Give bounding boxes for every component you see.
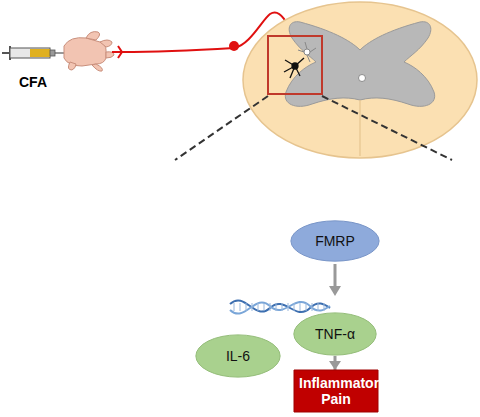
rat-paw	[64, 32, 114, 72]
spinal-cord	[243, 2, 477, 158]
cytokine-ellipse: IL-6	[195, 334, 281, 378]
central-canal	[359, 75, 366, 82]
injection-label: CFA	[19, 74, 47, 90]
nerve-fiber	[112, 46, 122, 58]
dna-helix	[230, 300, 330, 313]
node-text: FMRP	[315, 233, 355, 249]
drg-cell	[229, 41, 239, 51]
protein-ellipse: FMRP	[290, 220, 380, 262]
median-fissure	[359, 100, 360, 156]
neuron-symbol	[298, 42, 316, 62]
node-text: Inflammatory Pain	[299, 375, 373, 407]
flow-arrow	[329, 286, 341, 296]
outcome-box: Inflammatory Pain	[294, 370, 378, 412]
zoom-line	[322, 96, 452, 160]
zoom-line	[175, 96, 268, 160]
node-text: IL-6	[226, 348, 250, 364]
cytokine-ellipse: TNF-α	[293, 312, 377, 356]
neuron-symbol	[284, 58, 304, 78]
node-text: TNF-α	[315, 326, 355, 342]
dna-rungs	[234, 303, 324, 311]
zoom-box	[268, 36, 322, 94]
flow-arrow	[329, 356, 341, 370]
syringe	[2, 46, 68, 60]
flow-arrow	[334, 264, 337, 288]
